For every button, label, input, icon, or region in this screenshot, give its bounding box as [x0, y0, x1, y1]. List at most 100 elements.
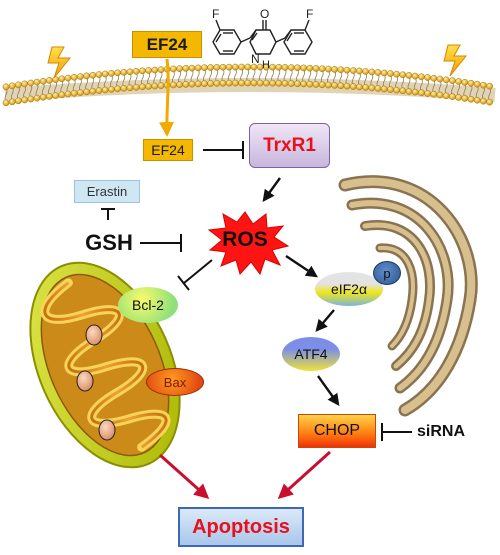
lipid-head — [380, 69, 388, 77]
lipid-head — [281, 64, 289, 71]
lipid-head — [89, 87, 97, 95]
lipid-head — [95, 87, 103, 94]
lipid-head — [424, 90, 431, 97]
ros-burst — [207, 211, 290, 276]
lipid-head — [232, 79, 239, 87]
lipid-head — [58, 75, 66, 83]
lipid-head — [442, 92, 450, 100]
lipid-head — [225, 79, 233, 87]
lipid-head — [176, 81, 183, 89]
ros-label: ROS — [222, 228, 268, 251]
lipid-head — [405, 88, 413, 95]
erastin-node: Erastin — [74, 180, 140, 203]
arrow-ros-eif2a — [285, 255, 318, 278]
molecule-atom-f-left: F — [212, 7, 219, 21]
lipid-head — [436, 75, 444, 83]
chop-node: CHOP — [298, 414, 376, 448]
lipid-head — [238, 79, 245, 87]
lipid-head — [374, 85, 382, 92]
lipid-head — [473, 96, 481, 104]
lipid-head — [244, 79, 252, 87]
lipid-head — [8, 82, 16, 90]
arrow-chop-apoptosis — [277, 450, 332, 500]
lipid-head — [157, 82, 165, 89]
lipid-head — [486, 98, 493, 106]
lipid-head — [325, 81, 332, 89]
lipid-head — [343, 66, 351, 74]
lipid-head — [139, 83, 146, 91]
lipid-head — [27, 79, 35, 87]
lipid-head — [306, 80, 314, 88]
lipid-head — [486, 82, 493, 90]
lipid-head — [306, 64, 314, 72]
lipid-head — [157, 66, 165, 73]
lipid-head — [393, 70, 400, 78]
lipid-head — [170, 81, 177, 89]
lipid-head — [176, 65, 183, 73]
lipid-head — [294, 64, 301, 72]
lipid-head — [424, 74, 431, 81]
lipid-head — [287, 80, 295, 87]
lipid-heads — [2, 63, 493, 107]
lipid-head — [362, 68, 369, 75]
lipid-head — [318, 81, 326, 89]
lipid-head — [269, 63, 276, 71]
lipid-head — [343, 82, 351, 90]
lightning-bolt-icon-right — [443, 44, 468, 77]
lipid-head — [201, 80, 208, 88]
lipid-head — [194, 80, 202, 88]
ef24-chemical-structure — [212, 19, 313, 55]
lipid-head — [108, 70, 115, 77]
lipid-head — [337, 66, 345, 74]
endoplasmic-reticulum — [338, 175, 478, 417]
arrow-ef24-entry — [159, 58, 174, 137]
lipid-head — [331, 66, 338, 73]
lipid-head — [70, 73, 78, 81]
lipid-head — [15, 81, 22, 89]
lipid-head — [145, 67, 152, 74]
lipid-head — [201, 64, 208, 72]
lipid-head — [263, 79, 270, 87]
lipid-head — [52, 92, 59, 99]
lipid-head — [33, 78, 41, 86]
lipid-head — [21, 96, 28, 104]
lipid-head — [325, 65, 332, 73]
lipid-head — [101, 86, 109, 94]
lipid-head — [126, 68, 134, 76]
lipid-head — [275, 79, 283, 87]
arrow-atf4-chop — [317, 375, 340, 406]
lipid-head — [219, 79, 227, 87]
lipid-head — [455, 78, 462, 85]
sirna-node: siRNA — [416, 423, 465, 440]
lipid-head — [449, 77, 456, 84]
lipid-head — [368, 68, 376, 76]
lipid-head — [436, 91, 444, 99]
trxr1-node: TrxR1 — [249, 123, 330, 168]
lipid-head — [114, 85, 121, 93]
lipid-head — [380, 85, 388, 93]
lipid-head — [188, 80, 196, 88]
lipid-head — [83, 88, 90, 96]
lipid-head — [114, 69, 121, 77]
phosphorylation-badge: p — [373, 261, 401, 285]
lipid-head — [368, 84, 376, 92]
lipid-head — [188, 64, 196, 72]
lipid-head — [225, 63, 233, 71]
molecule-atom-f-right: F — [306, 7, 313, 21]
molecule-atom-n: N — [251, 52, 260, 66]
lipid-head — [467, 95, 475, 103]
lipid-head — [77, 89, 84, 96]
lipid-head — [393, 86, 400, 94]
lipid-head — [132, 83, 140, 91]
lipid-head — [349, 67, 357, 74]
mitochondrial-granule — [98, 419, 116, 441]
lipid-head — [145, 83, 152, 90]
lipid-head — [207, 64, 214, 71]
lipid-head — [281, 80, 289, 87]
lipid-head — [461, 79, 469, 86]
lipid-head — [442, 76, 450, 84]
eif2a-node: eIF2α — [315, 272, 383, 306]
lipid-head — [349, 83, 357, 90]
lipid-head — [312, 81, 320, 88]
lipid-head — [207, 80, 214, 87]
